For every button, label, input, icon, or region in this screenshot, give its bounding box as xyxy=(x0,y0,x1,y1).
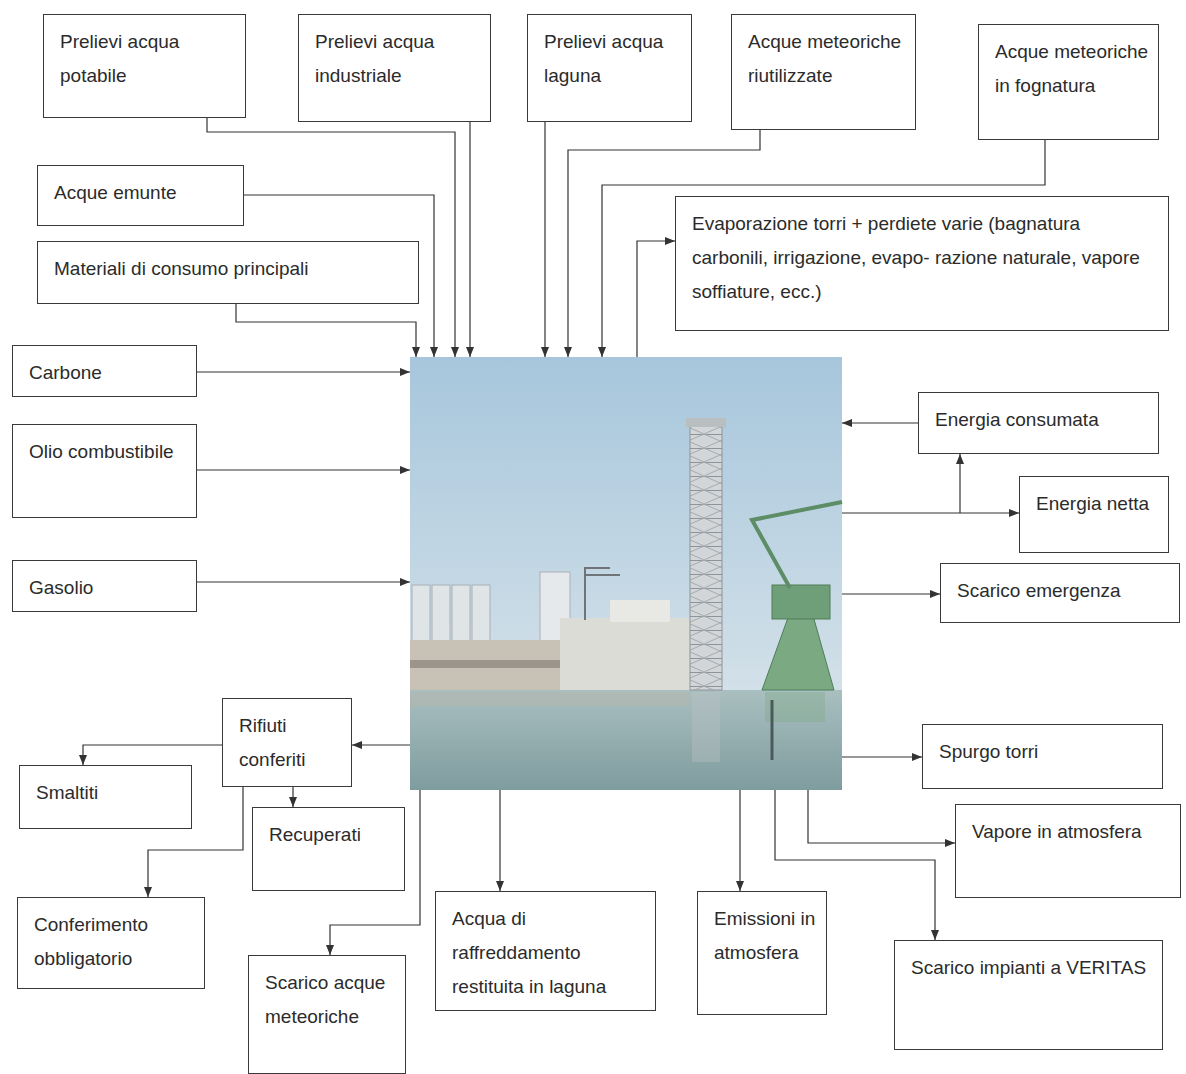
box-label: Acque meteoriche in fognatura xyxy=(995,35,1150,103)
box-label: Emissioni in atmosfera xyxy=(714,902,818,970)
flow-line xyxy=(739,790,740,891)
box-label: Rifiuti conferiti xyxy=(239,709,343,777)
flow-box: Prelievi acqua laguna xyxy=(527,14,692,122)
box-label: Acqua di raffreddamento restituita in la… xyxy=(452,902,647,1004)
building xyxy=(560,618,690,690)
flow-connector xyxy=(83,745,222,765)
flow-box: Gasolio xyxy=(12,560,197,612)
box-label: Prelievi acqua industriale xyxy=(315,25,482,93)
building xyxy=(610,600,670,622)
box-label: Recuperati xyxy=(269,818,396,852)
box-label: Smaltiti xyxy=(36,776,183,810)
sky xyxy=(410,357,842,790)
box-label: Scarico acque meteoriche xyxy=(265,966,397,1034)
flow-line xyxy=(637,241,675,357)
plant-photo xyxy=(410,357,842,790)
box-label: Materiali di consumo principali xyxy=(54,252,410,286)
chimney-tower xyxy=(690,425,722,690)
lagoon-water xyxy=(410,690,842,790)
building-band xyxy=(410,660,560,668)
chimney-top xyxy=(686,418,726,427)
flow-line xyxy=(352,744,410,745)
box-label: Scarico emergenza xyxy=(957,574,1171,608)
building xyxy=(410,640,560,690)
box-label: Olio combustibile xyxy=(29,435,188,469)
flow-box: Recuperati xyxy=(252,807,405,891)
flow-box: Acque meteoriche riutilizzate xyxy=(731,14,916,130)
box-label: Conferimento obbligatorio xyxy=(34,908,196,976)
flow-box: Prelievi acqua potabile xyxy=(43,14,246,118)
box-label: Prelievi acqua potabile xyxy=(60,25,237,93)
flow-line xyxy=(544,122,545,357)
flow-connector xyxy=(292,787,293,807)
flow-line xyxy=(808,790,955,843)
crane-boom xyxy=(752,502,842,588)
box-label: Gasolio xyxy=(29,571,188,605)
flow-line xyxy=(236,304,416,357)
flow-line xyxy=(197,581,410,582)
flow-box: Energia consumata xyxy=(918,392,1159,454)
flow-box: Olio combustibile xyxy=(12,424,197,518)
flow-box: Spurgo torri xyxy=(922,724,1163,789)
box-label: Scarico impianti a VERITAS xyxy=(911,951,1154,985)
flow-box: Acque emunte xyxy=(37,165,244,226)
box-label: Energia consumata xyxy=(935,403,1150,437)
flow-line xyxy=(197,371,410,372)
flow-box: Carbone xyxy=(12,345,197,397)
box-label: Evaporazione torri + perdiete varie (bag… xyxy=(692,207,1160,309)
flow-box: Prelievi acqua industriale xyxy=(298,14,491,122)
flow-line xyxy=(842,593,940,594)
flow-line xyxy=(499,790,500,891)
flow-line xyxy=(959,454,960,513)
flow-box: Vapore in atmosfera xyxy=(955,804,1181,898)
crane-cabin xyxy=(772,585,830,619)
flow-line xyxy=(842,756,922,757)
box-label: Energia netta xyxy=(1036,487,1160,521)
box-label: Acque emunte xyxy=(54,176,235,210)
mooring-pole xyxy=(771,700,774,760)
box-label: Carbone xyxy=(29,356,188,390)
box-label: Vapore in atmosfera xyxy=(972,815,1172,849)
flow-box: Scarico impianti a VERITAS xyxy=(894,940,1163,1050)
flow-line xyxy=(842,512,1019,513)
box-label: Spurgo torri xyxy=(939,735,1154,769)
flow-box: Smaltiti xyxy=(19,765,192,829)
small-crane xyxy=(585,568,620,620)
flow-box: Materiali di consumo principali xyxy=(37,241,419,304)
crane-legs xyxy=(762,612,834,690)
flow-line xyxy=(197,469,410,470)
box-label: Prelievi acqua laguna xyxy=(544,25,683,93)
flow-line xyxy=(207,118,455,357)
flow-box: Acqua di raffreddamento restituita in la… xyxy=(435,891,656,1011)
reflection xyxy=(410,692,690,706)
flow-line xyxy=(469,122,470,357)
flow-box: Rifiuti conferiti xyxy=(222,698,352,787)
flow-box: Acque meteoriche in fognatura xyxy=(978,24,1159,140)
flow-box: Conferimento obbligatorio xyxy=(17,897,205,989)
flow-box: Evaporazione torri + perdiete varie (bag… xyxy=(675,196,1169,331)
flow-box: Scarico acque meteoriche xyxy=(248,955,406,1074)
flow-box: Emissioni in atmosfera xyxy=(697,891,827,1015)
reflection xyxy=(765,692,825,722)
flow-box: Scarico emergenza xyxy=(940,563,1180,623)
flow-line xyxy=(842,422,918,423)
box-label: Acque meteoriche riutilizzate xyxy=(748,25,907,93)
reflection xyxy=(692,692,720,762)
flow-box: Energia netta xyxy=(1019,476,1169,553)
